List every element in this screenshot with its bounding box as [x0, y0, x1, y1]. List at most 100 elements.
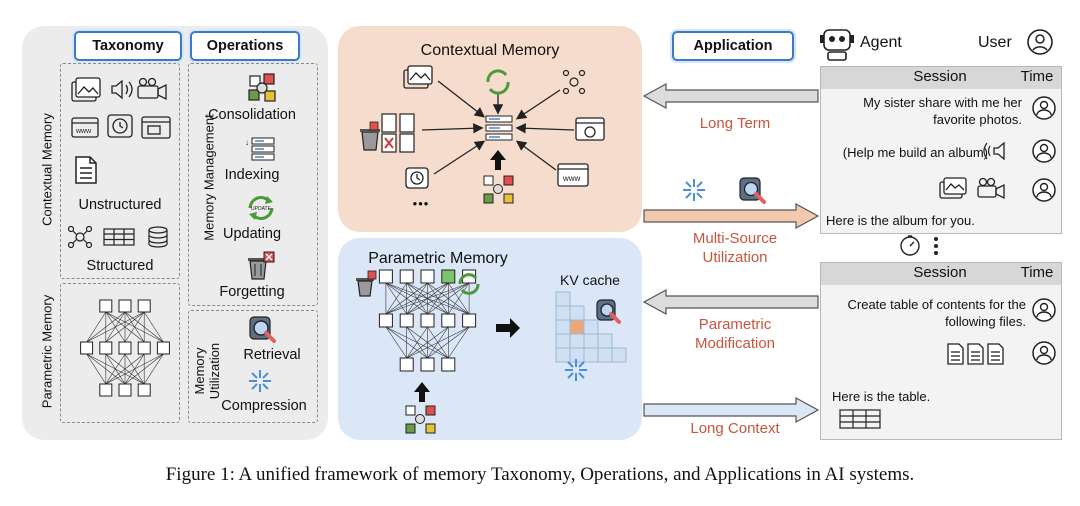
network-edge — [406, 282, 470, 315]
session-title-2: Session — [913, 264, 967, 281]
network-node — [137, 341, 151, 355]
neural-network-icon — [80, 299, 170, 397]
image-icon — [71, 77, 101, 102]
right-bold-arrow — [496, 318, 520, 338]
network-node — [118, 299, 132, 313]
network-edge — [385, 282, 428, 315]
image-source-icon — [403, 65, 433, 89]
operation-retrieval: Retrieval — [243, 347, 301, 363]
session2-message-1: Create table of contents for the followi… — [824, 296, 1027, 330]
network-node — [118, 383, 132, 397]
kv-cache-grid — [555, 291, 627, 363]
session-header-1 — [821, 67, 1061, 89]
operation-indexing: Indexing — [224, 167, 280, 183]
network-node — [441, 313, 456, 328]
long-context-arrow — [643, 396, 820, 424]
update-source-icon — [486, 69, 510, 95]
operation-consolidation: Consolidation — [208, 107, 296, 123]
network-edge — [385, 282, 449, 315]
kv-cell — [597, 347, 613, 363]
indexing-icon: ↓ — [245, 137, 275, 161]
contextual-memory-title: Contextual Memory — [420, 42, 560, 59]
trash-docs-icon — [360, 113, 415, 153]
puzzle-gear-icon-parametric — [405, 405, 436, 434]
memory-utilization-label-wrap: Memory Utilization — [184, 336, 228, 399]
session1-icons — [939, 96, 1056, 202]
network-edge — [427, 282, 470, 315]
network-node — [378, 313, 393, 328]
bold-up-arrow — [490, 150, 506, 170]
kv-cell — [555, 305, 571, 321]
session2-message-1-line1: Create table of contents for the — [847, 297, 1027, 312]
operation-updating: Updating — [222, 226, 282, 242]
operations-tab: Operations — [190, 31, 300, 61]
document-icon — [75, 156, 97, 184]
session1-message-2: (Help me build an album) — [842, 145, 988, 160]
updating-icon: UPDATE — [248, 196, 274, 220]
session1-message-1-line2: favorite photos. — [933, 112, 1022, 127]
clock-icon — [107, 114, 133, 138]
session-header-2 — [821, 263, 1061, 285]
taxonomy-operations-panel — [22, 26, 328, 440]
network-node — [137, 383, 151, 397]
multi-source-arrow — [643, 202, 820, 230]
up-bold-arrow — [414, 382, 430, 402]
user-icon-s1a — [1032, 96, 1056, 120]
parametric-memory-label: Parametric Memory — [39, 294, 55, 409]
structured-icons — [67, 225, 168, 249]
ellipsis: ••• — [412, 196, 430, 211]
kv-cell — [555, 333, 571, 349]
contextual-memory-diagram: www — [360, 65, 605, 204]
network-node — [99, 383, 113, 397]
network-edge — [385, 282, 470, 315]
session-title-1: Session — [913, 68, 967, 85]
session1-message-1: My sister share with me her favorite pho… — [824, 94, 1022, 128]
robot-agent-icon — [820, 29, 854, 61]
network-edge — [448, 282, 470, 315]
user-label: User — [978, 34, 1012, 51]
network-node — [399, 269, 414, 284]
network-edge — [86, 311, 145, 343]
network-node — [399, 357, 414, 372]
application-tab: Application — [672, 31, 794, 61]
multi-source-label-2: Utilization — [702, 249, 768, 266]
network-edge — [86, 311, 107, 343]
network-node — [378, 269, 393, 284]
kv-cell — [555, 319, 571, 335]
session-panel-1 — [820, 66, 1062, 234]
contextual-memory-label: Contextual Memory — [39, 113, 55, 226]
network-edge — [427, 326, 470, 359]
session2-reply: Here is the table. — [832, 389, 931, 404]
kv-cell — [569, 319, 585, 335]
parametric-label-2: Modification — [694, 335, 776, 352]
network-edge — [124, 311, 145, 343]
photo-icon — [939, 177, 967, 199]
time-title-1: Time — [1020, 68, 1054, 85]
network-node — [80, 341, 94, 355]
compression-icon-mid — [683, 179, 705, 201]
time-title-2: Time — [1020, 264, 1054, 281]
network-node — [420, 357, 435, 372]
database-icon — [148, 226, 168, 248]
user-icon — [1027, 29, 1053, 55]
operation-forgetting: Forgetting — [219, 284, 285, 300]
network-node — [99, 299, 113, 313]
network-edge — [105, 353, 145, 385]
session2-icons — [839, 298, 1056, 429]
network-edge — [86, 311, 126, 343]
svg-text:↓: ↓ — [245, 138, 249, 147]
flow-arrows — [642, 82, 820, 424]
user-icon-s2b — [1032, 341, 1056, 365]
parametric-network-diagram — [378, 269, 477, 372]
network-node — [137, 299, 151, 313]
svg-text:www: www — [562, 174, 581, 183]
figure-caption: Figure 1: A unified framework of memory … — [165, 464, 915, 485]
forgetting-trash-icon — [248, 251, 275, 280]
kv-retrieval-icon — [596, 299, 621, 324]
network-node — [99, 341, 113, 355]
network-node — [420, 313, 435, 328]
network-edge — [143, 353, 164, 385]
user-icon-s2a — [1032, 298, 1056, 322]
network-node — [462, 313, 477, 328]
kv-cell — [555, 291, 571, 307]
